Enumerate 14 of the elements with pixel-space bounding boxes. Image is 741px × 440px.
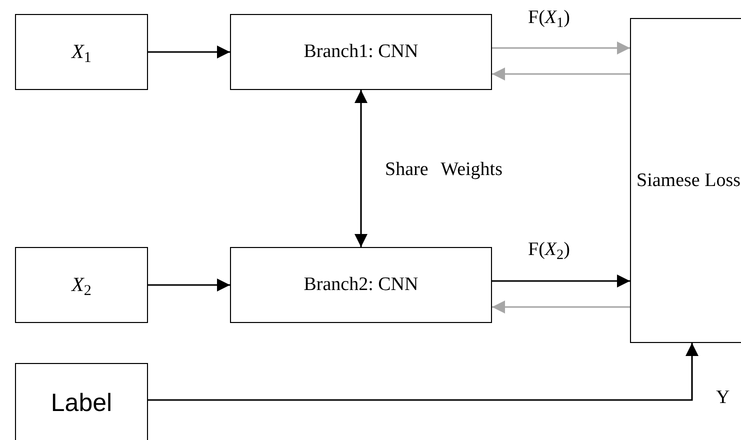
process-box: X$_{2}$ (15, 247, 148, 323)
process-box: Label (15, 363, 148, 440)
arrow (492, 274, 630, 288)
arrow (354, 90, 368, 247)
process-box: Branch2: CNN (230, 247, 492, 323)
arrow (148, 46, 230, 58)
arrow (148, 343, 698, 401)
process-box: Branch1: CNN (230, 14, 492, 90)
process-box: X$_{1}$ (15, 14, 148, 90)
process-box: Siamese Loss (630, 18, 741, 343)
arrow (148, 278, 230, 292)
arrow (492, 68, 630, 80)
arrow (492, 42, 630, 54)
arrow (492, 300, 630, 314)
